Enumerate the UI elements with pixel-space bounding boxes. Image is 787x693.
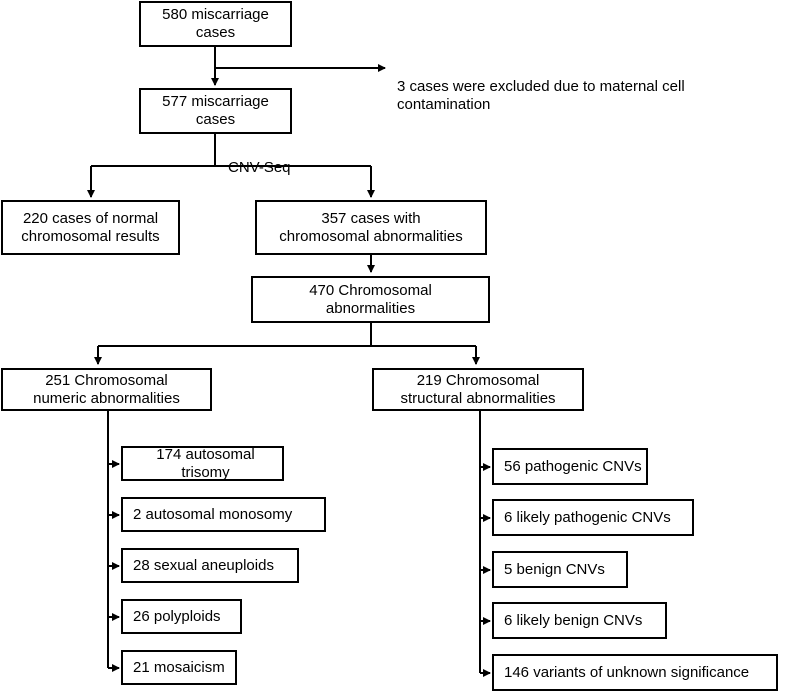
numeric-item-2: 2 autosomal monosomy <box>121 497 326 532</box>
method-text: CNV-Seq <box>228 159 291 176</box>
box-normal-results: 220 cases of normal chromosomal results <box>1 200 180 255</box>
box-470-abnormalities: 470 Chromosomal abnormalities <box>251 276 490 323</box>
structural-item-1: 56 pathogenic CNVs <box>492 448 648 485</box>
box-580-text: 580 miscarriage cases <box>162 6 269 41</box>
box-numeric-abnormalities: 251 Chromosomal numeric abnormalities <box>1 368 212 411</box>
box-abnormal-text: 357 cases with chromosomal abnormalities <box>279 209 463 245</box>
box-577-cases: 577 miscarriage cases <box>139 88 292 134</box>
numeric-item-4: 26 polyploids <box>121 599 242 634</box>
excluded-note: 3 cases were excluded due to maternal ce… <box>397 60 757 114</box>
numeric-item-5: 21 mosaicism <box>121 650 237 685</box>
numeric-item-5-text: 21 mosaicism <box>133 658 225 676</box>
structural-item-4: 6 likely benign CNVs <box>492 602 667 639</box>
structural-item-2: 6 likely pathogenic CNVs <box>492 499 694 536</box>
structural-item-3-text: 5 benign CNVs <box>504 560 605 578</box>
structural-item-3: 5 benign CNVs <box>492 551 628 588</box>
box-structural-text: 219 Chromosomal structural abnormalities <box>400 371 556 407</box>
structural-item-4-text: 6 likely benign CNVs <box>504 611 643 629</box>
structural-item-5: 146 variants of unknown significance <box>492 654 778 691</box>
box-normal-text: 220 cases of normal chromosomal results <box>21 209 160 245</box>
structural-item-5-text: 146 variants of unknown significance <box>504 663 750 681</box>
box-abnormal-cases: 357 cases with chromosomal abnormalities <box>255 200 487 255</box>
box-580-cases: 580 miscarriage cases <box>139 1 292 47</box>
box-577-text: 577 miscarriage cases <box>162 93 269 128</box>
numeric-item-4-text: 26 polyploids <box>133 607 221 625</box>
excluded-text: 3 cases were excluded due to maternal ce… <box>397 78 685 113</box>
structural-item-1-text: 56 pathogenic CNVs <box>504 457 642 475</box>
numeric-item-1: 174 autosomal trisomy <box>121 446 284 481</box>
numeric-item-2-text: 2 autosomal monosomy <box>133 505 293 523</box>
numeric-item-3: 28 sexual aneuploids <box>121 548 299 583</box>
method-label: CNV-Seq <box>228 141 291 177</box>
structural-item-2-text: 6 likely pathogenic CNVs <box>504 508 671 526</box>
numeric-item-3-text: 28 sexual aneuploids <box>133 556 274 574</box>
box-numeric-text: 251 Chromosomal numeric abnormalities <box>33 371 180 407</box>
numeric-item-1-text: 174 autosomal trisomy <box>156 445 255 481</box>
box-470-text: 470 Chromosomal abnormalities <box>309 281 432 317</box>
box-structural-abnormalities: 219 Chromosomal structural abnormalities <box>372 368 584 411</box>
